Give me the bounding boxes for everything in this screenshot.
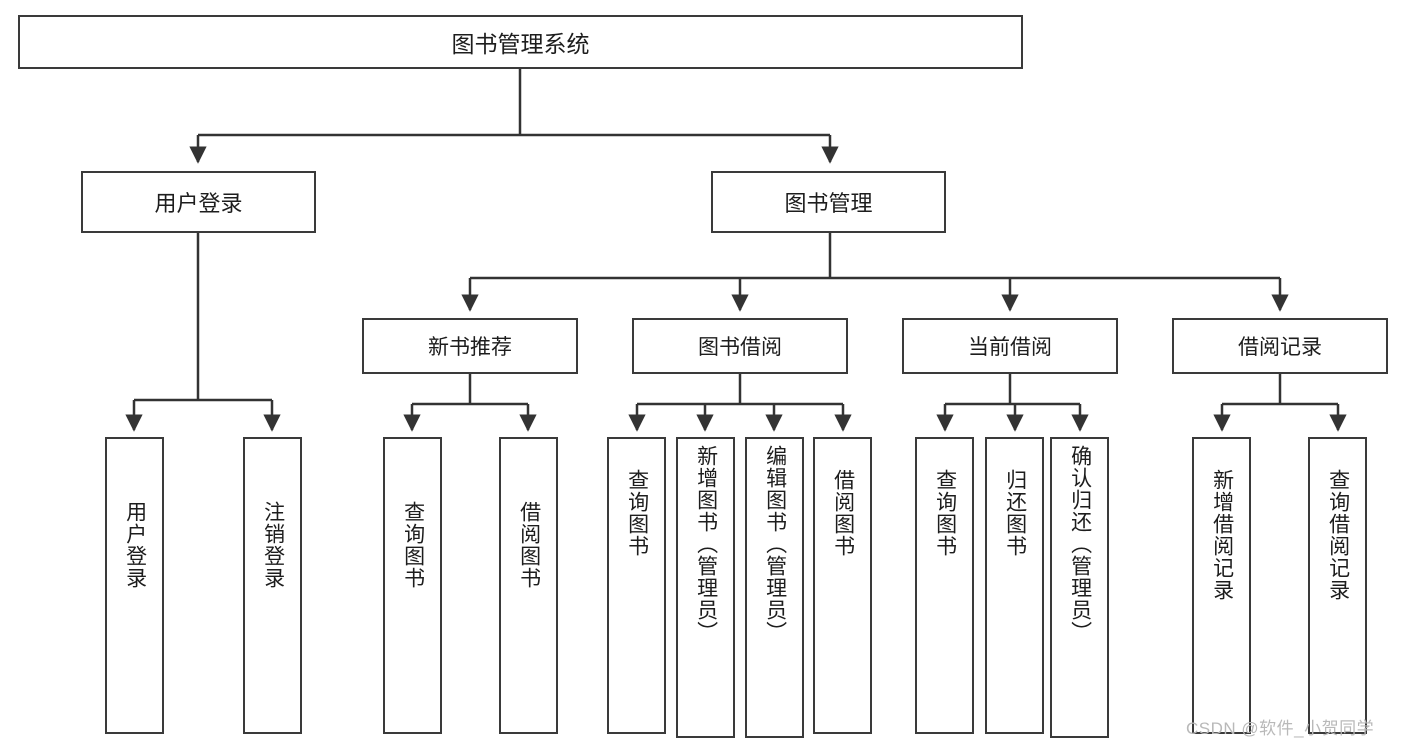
leaf-user-login-logout[interactable]: 注销登录 [243, 437, 302, 734]
leaf-new-book-query-book[interactable]: 查询图书 [383, 437, 442, 734]
leaf-new-book-borrow-book[interactable]: 借阅图书 [499, 437, 558, 734]
node-current-borrow[interactable]: 当前借阅 [902, 318, 1118, 374]
leaf-current-borrow-confirm-return-admin[interactable]: 确认归还（管理员） [1050, 437, 1109, 738]
leaf-label: 查询图书 [933, 469, 957, 557]
node-book-borrow[interactable]: 图书借阅 [632, 318, 848, 374]
node-root-book-management-system[interactable]: 图书管理系统 [18, 15, 1023, 69]
leaf-label: 确认归还（管理员） [1068, 445, 1092, 643]
node-label: 当前借阅 [968, 336, 1052, 359]
leaf-label: 编辑图书（管理员） [763, 445, 787, 643]
node-user-login[interactable]: 用户登录 [81, 171, 316, 233]
leaf-book-borrow-edit-book-admin[interactable]: 编辑图书（管理员） [745, 437, 804, 738]
leaf-book-borrow-add-book-admin[interactable]: 新增图书（管理员） [676, 437, 735, 738]
node-label: 借阅记录 [1238, 336, 1322, 359]
leaf-label: 借阅图书 [831, 469, 855, 557]
leaf-book-borrow-query-book[interactable]: 查询图书 [607, 437, 666, 734]
leaf-label: 借阅图书 [517, 501, 541, 589]
leaf-label: 查询图书 [401, 501, 425, 589]
leaf-label: 用户登录 [123, 501, 147, 589]
node-label: 新书推荐 [428, 336, 512, 359]
leaf-label: 查询图书 [625, 469, 649, 557]
leaf-book-borrow-borrow-book[interactable]: 借阅图书 [813, 437, 872, 734]
leaf-borrow-record-query-record[interactable]: 查询借阅记录 [1308, 437, 1367, 734]
node-book-management[interactable]: 图书管理 [711, 171, 946, 233]
node-label: 图书管理系统 [451, 31, 590, 57]
leaf-user-login-login[interactable]: 用户登录 [105, 437, 164, 734]
leaf-label: 新增借阅记录 [1210, 469, 1234, 601]
leaf-current-borrow-query-book[interactable]: 查询图书 [915, 437, 974, 734]
node-label: 图书借阅 [698, 336, 782, 359]
leaf-label: 注销登录 [261, 501, 285, 589]
node-new-book-recommend[interactable]: 新书推荐 [362, 318, 578, 374]
node-label: 用户登录 [154, 191, 243, 216]
node-label: 图书管理 [784, 191, 873, 216]
leaf-label: 新增图书（管理员） [694, 445, 718, 643]
leaf-current-borrow-return-book[interactable]: 归还图书 [985, 437, 1044, 734]
node-borrow-record[interactable]: 借阅记录 [1172, 318, 1388, 374]
leaf-borrow-record-add-record[interactable]: 新增借阅记录 [1192, 437, 1251, 734]
leaf-label: 归还图书 [1003, 469, 1027, 557]
leaf-label: 查询借阅记录 [1326, 469, 1350, 601]
